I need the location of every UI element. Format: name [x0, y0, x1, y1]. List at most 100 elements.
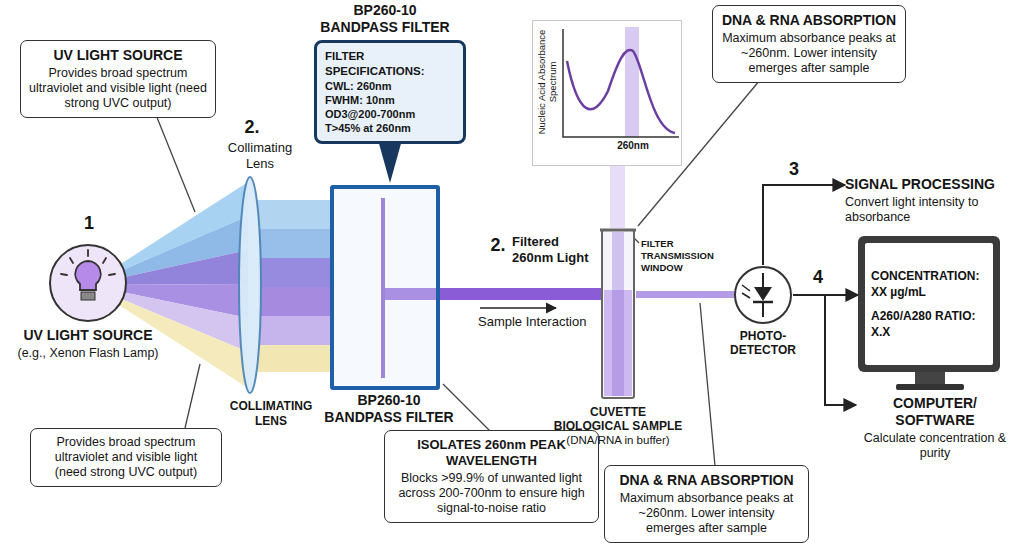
- callout-box: DNA & RNA ABSORPTION Maximum absorbance p…: [712, 5, 906, 83]
- callout-pointer: [378, 140, 402, 183]
- filtered-beam: [440, 288, 602, 300]
- node-heading: SIGNAL PROCESSING: [845, 176, 1015, 193]
- leader-line: [185, 364, 200, 428]
- monitor-base: [896, 384, 964, 390]
- light-band: [258, 316, 332, 345]
- node-text: OD3@200-700nm: [325, 107, 455, 121]
- drawing-part: [50, 245, 126, 321]
- node-text: 260nm: [607, 140, 659, 151]
- light-band: [258, 229, 332, 258]
- connector-arrow: [763, 185, 845, 265]
- transmitted-beam: [636, 291, 736, 298]
- node-heading: UV LIGHT SOURCE: [3, 327, 173, 344]
- direction-arrow: [480, 307, 556, 309]
- part-label: COLLIMATING LENS: [226, 399, 316, 429]
- cuvette: CUVETTE BIOLOGICAL SAMPLE(DNA/RNA in buf…: [600, 228, 636, 400]
- node-text: Maximum absorbance peaks at ~260nm. Lowe…: [613, 491, 800, 536]
- beam-label: Sample Interaction: [478, 314, 598, 330]
- node-text: CWL: 260nm: [325, 79, 455, 93]
- process-text: SIGNAL PROCESSING Convert light intensity…: [845, 176, 1015, 225]
- monitor-stand: [915, 372, 945, 384]
- transmission-window-band: [610, 166, 625, 228]
- node-heading: UV LIGHT SOURCE: [29, 47, 207, 64]
- callout-number: 4: [808, 266, 828, 288]
- node-text: (e.g., Xenon Flash Lamp): [3, 346, 173, 361]
- node-text: FWHM: 10nm: [325, 93, 455, 107]
- callout-number: 2.: [240, 116, 264, 138]
- node-text: Calculate concentration & purity: [856, 431, 1014, 461]
- node-caption: BP260-10 BANDPASS FILTER: [324, 392, 454, 428]
- drawing-part: [109, 274, 115, 275]
- monitor-screen: CONCENTRATION: XX µg/mL A260/A280 RATIO: …: [865, 243, 993, 365]
- process-text: COMPUTER/ SOFTWARECalculate concentratio…: [856, 395, 1014, 461]
- callout-number: 2.: [486, 234, 510, 256]
- light-band: [258, 345, 332, 372]
- node-text: Blocks >99.9% of unwanted light across 2…: [393, 471, 590, 516]
- computer-monitor: CONCENTRATION: XX µg/mL A260/A280 RATIO: …: [858, 236, 1000, 372]
- node-text: T>45% at 260nm: [325, 121, 455, 135]
- light-source-lamp-icon: [48, 243, 128, 323]
- drawing-part: [87, 250, 89, 256]
- node-caption: UV LIGHT SOURCE (e.g., Xenon Flash Lamp): [3, 327, 173, 361]
- drawing-part: [762, 302, 764, 317]
- drawing-part: [567, 50, 675, 133]
- node-heading: CONCENTRATION: XX µg/mL: [871, 268, 987, 300]
- drawing-part: [600, 229, 636, 232]
- node-text: BP260-10 BANDPASS FILTER: [324, 392, 454, 426]
- drawing-part: [602, 230, 634, 398]
- light-band: [258, 200, 332, 229]
- light-source-lamp: UV LIGHT SOURCE(e.g., Xenon Flash Lamp): [48, 243, 128, 323]
- node-text: PHOTO- DETECTOR: [722, 329, 804, 357]
- node-text: Convert light intensity to absorbance: [845, 195, 1015, 225]
- drawing-part: [742, 285, 750, 291]
- node-caption: PHOTO- DETECTOR: [722, 329, 804, 357]
- cuvette-icon: [600, 228, 636, 400]
- drawing-part: [612, 232, 624, 396]
- drawing-part: [81, 292, 95, 300]
- drawing-part: [61, 274, 67, 275]
- light-band: [258, 287, 332, 316]
- node-heading: COMPUTER/ SOFTWARE: [856, 395, 1014, 429]
- light-band: [258, 258, 332, 287]
- node-text: A260/A280 RATIO: X.X: [871, 308, 987, 340]
- callout-number: 1: [78, 212, 100, 234]
- node-heading: FILTER SPECIFICATIONS:: [325, 49, 455, 79]
- node-heading: DNA & RNA ABSORPTION: [721, 12, 897, 29]
- node-heading: DNA & RNA ABSORPTION: [613, 472, 800, 489]
- drawing-part: [754, 287, 772, 301]
- spectrum-chart: Nucleic Acid Absorbance Spectrum 260nm: [532, 20, 682, 166]
- spec-callout: FILTER SPECIFICATIONS:CWL: 260nmFWHM: 10…: [314, 40, 466, 144]
- callout-box: UV LIGHT SOURCE Provides broad spectrum u…: [20, 40, 216, 118]
- node-text: Provides broad spectrum ultraviolet and …: [29, 66, 207, 111]
- drawing-part: [70, 258, 73, 263]
- node-heading: ISOLATES 260nm PEAK WAVELENGTH: [393, 437, 590, 469]
- node-text: Maximum absorbance peaks at ~260nm. Lowe…: [721, 31, 897, 76]
- node-heading: Nucleic Acid Absorbance Spectrum: [536, 27, 558, 137]
- node-heading: CUVETTE BIOLOGICAL SAMPLE: [552, 405, 684, 433]
- drawing-part: [625, 27, 639, 137]
- collimated-bands: [258, 200, 332, 372]
- node-text: (DNA/RNA in buffer): [552, 433, 684, 447]
- part-label: Collimating Lens: [212, 140, 308, 172]
- part-label: FILTER TRANSMISSION WINDOW: [641, 238, 723, 274]
- connector-arrow: [793, 295, 856, 405]
- node-caption: CUVETTE BIOLOGICAL SAMPLE(DNA/RNA in buf…: [552, 405, 684, 447]
- callout-number: 3: [784, 158, 804, 180]
- drawing-part: [75, 261, 100, 290]
- photodetector: PHOTO- DETECTOR: [733, 265, 793, 325]
- node-text: Provides broad spectrum ultraviolet and …: [39, 435, 213, 480]
- drawing-part: [762, 273, 764, 287]
- light-ray: [88, 216, 248, 285]
- part-label: BP260-10 BANDPASS FILTER: [320, 2, 450, 36]
- bandpass-filter: BP260-10 BANDPASS FILTER: [330, 185, 440, 390]
- beam-label: Filtered 260nm Light: [512, 234, 596, 266]
- drawing-part: [742, 293, 750, 298]
- drawing-part: [103, 258, 106, 263]
- drawing-part: [563, 29, 679, 137]
- photodetector-icon: [733, 265, 793, 325]
- leader-line: [700, 303, 715, 466]
- collimating-lens: [239, 177, 261, 393]
- drawing-part: [735, 267, 791, 323]
